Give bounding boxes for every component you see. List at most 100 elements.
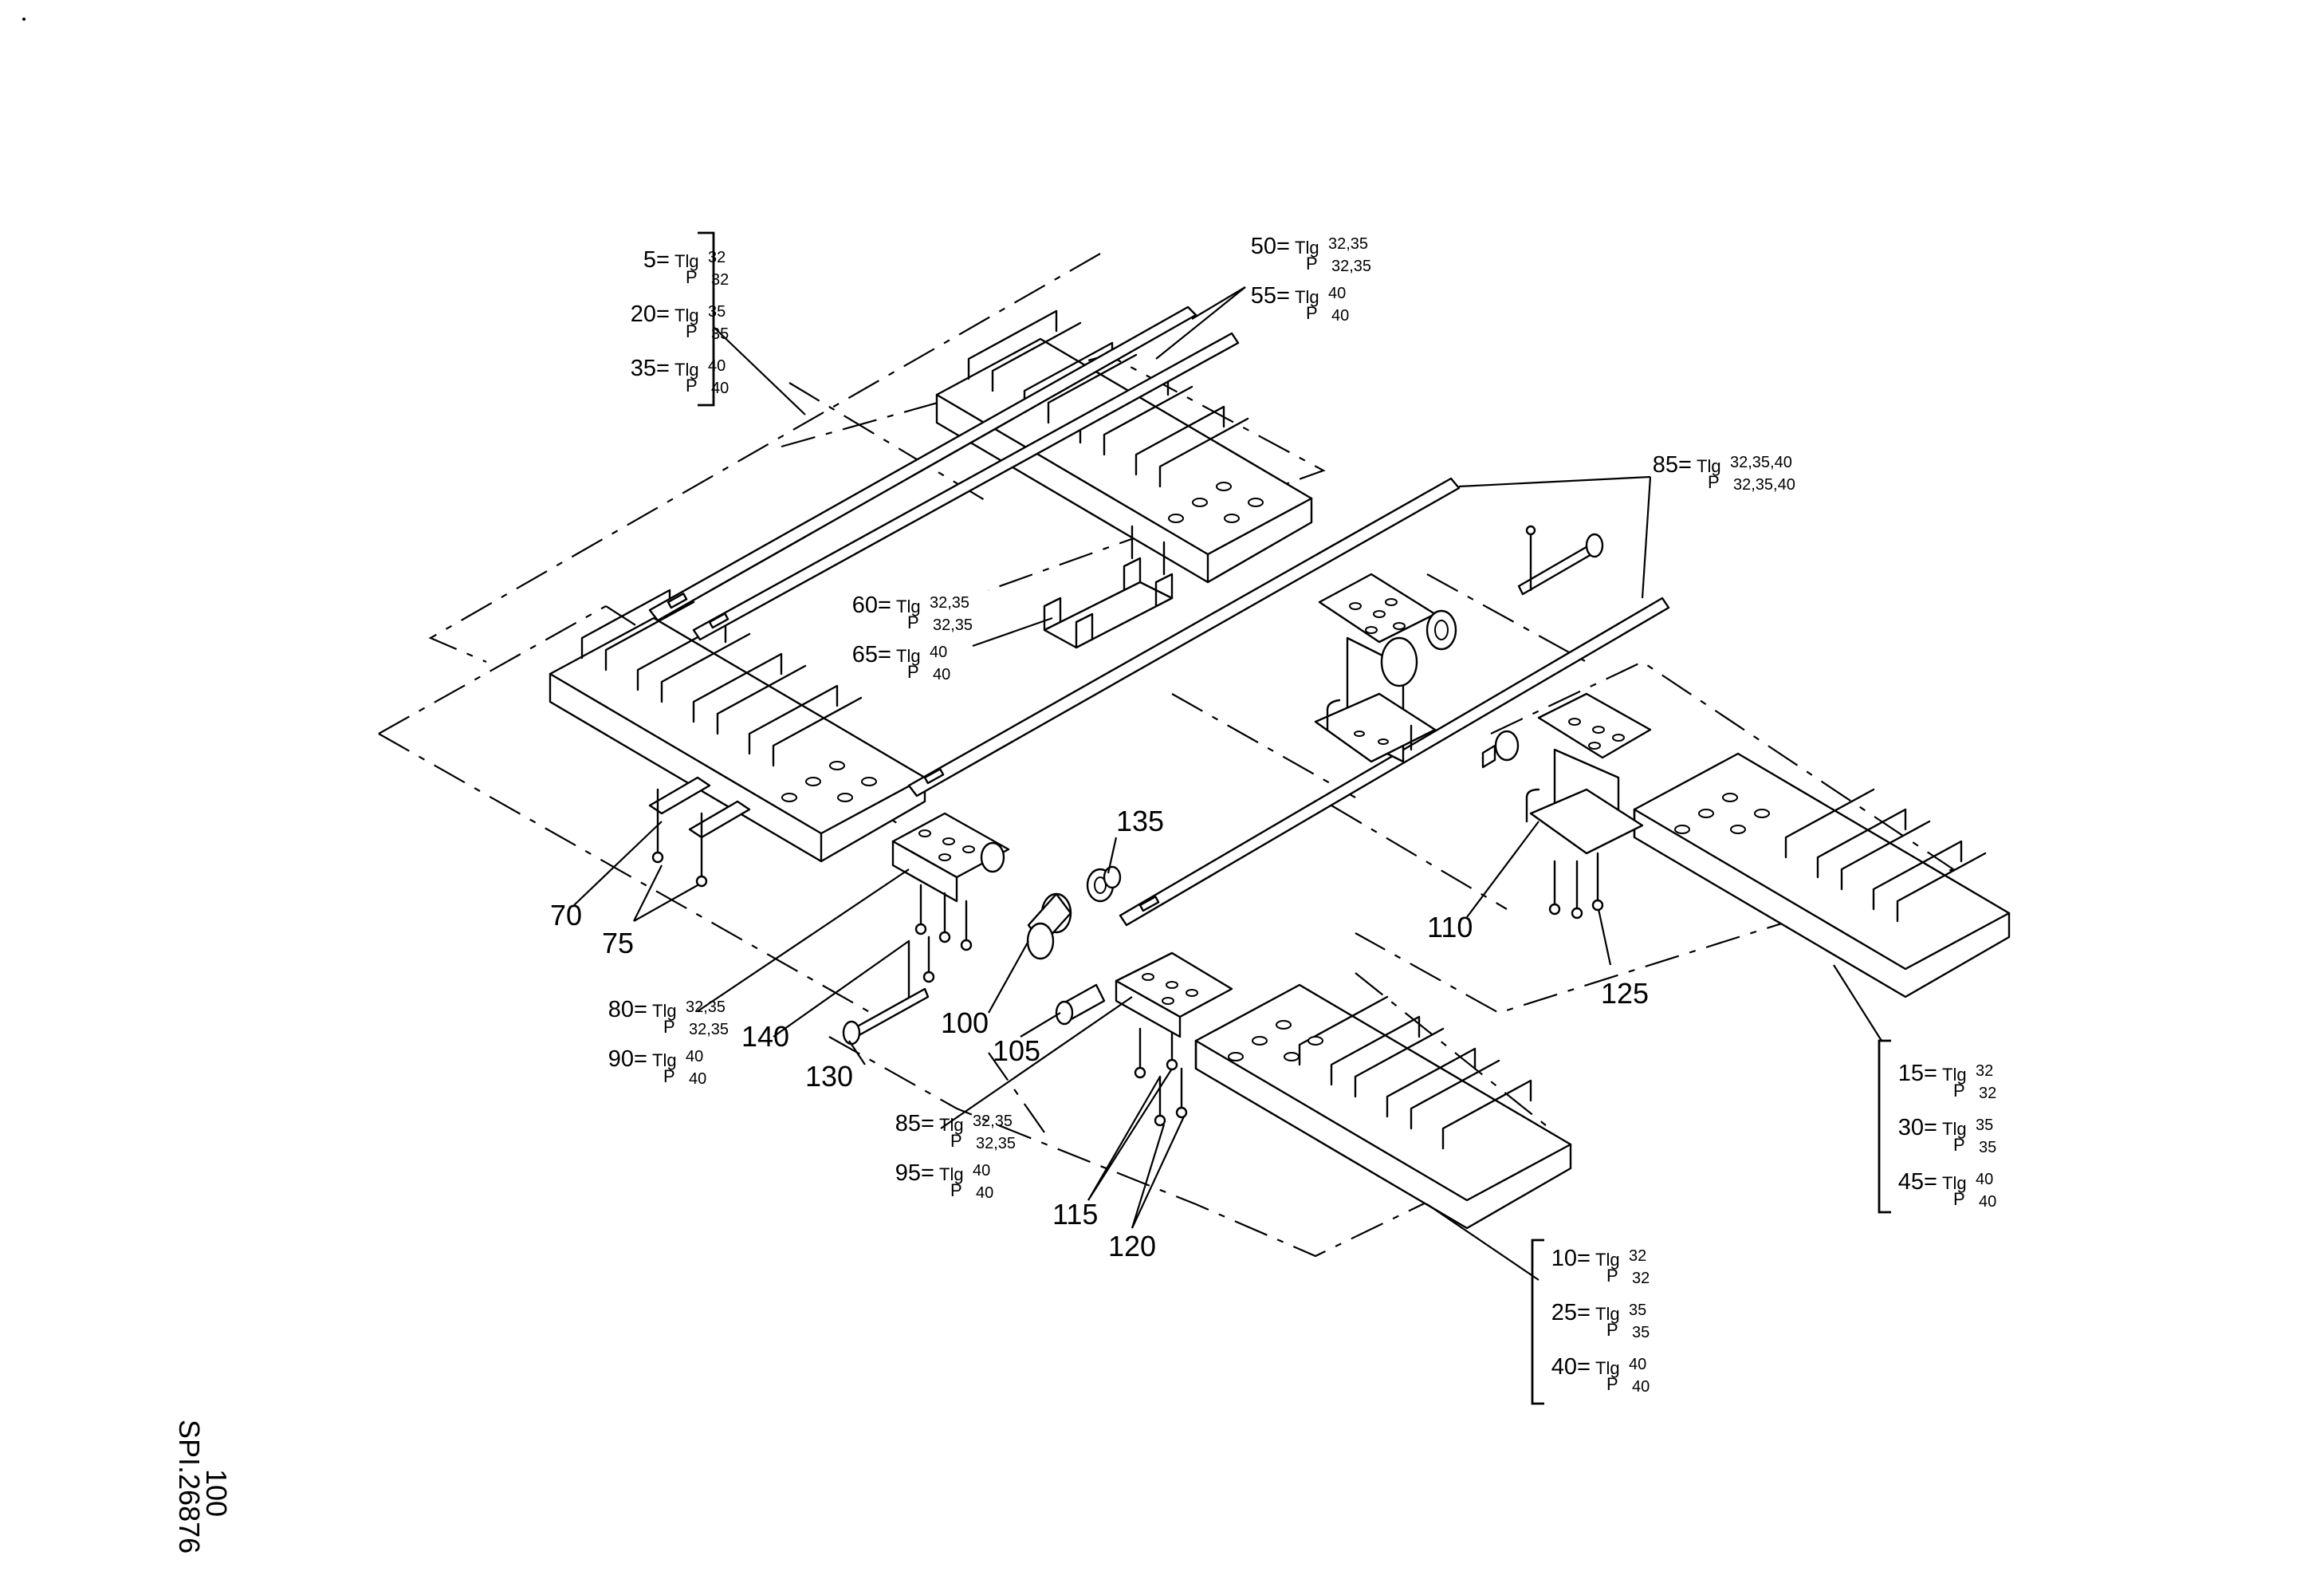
p-label: P (663, 1066, 675, 1086)
tlg-value: 32 (1629, 1247, 1646, 1265)
callout-120: 120 (1108, 1230, 1156, 1262)
group-brackets (698, 231, 1891, 1405)
corner-dot (22, 18, 26, 21)
tlg-value: 40 (1629, 1356, 1646, 1373)
p-value: 35 (1979, 1139, 1996, 1156)
tlg-label: Tlg (939, 1164, 964, 1184)
p-label: P (907, 662, 919, 682)
assembly-envelopes (378, 253, 1956, 1258)
tlg-value: 32,35 (686, 998, 726, 1016)
p-label: P (686, 267, 698, 287)
callout-numbers: 70 75 100 105 110 115 120 125 130 135 14… (550, 805, 1649, 1262)
u-bracket (1043, 525, 1174, 649)
tlg-label: Tlg (896, 597, 921, 616)
callout-75: 75 (602, 927, 634, 959)
callout-140: 140 (741, 1020, 789, 1053)
callout-105: 105 (993, 1034, 1040, 1067)
tlg-label: Tlg (674, 360, 699, 380)
p-value: 32,35 (976, 1135, 1016, 1152)
p-value: 40 (976, 1184, 993, 1202)
tlg-label: Tlg (1295, 287, 1319, 307)
p-value: 40 (1331, 307, 1349, 325)
callout-125: 125 (1601, 977, 1649, 1010)
item-code: 50= (1251, 234, 1290, 259)
tlg-label: Tlg (896, 646, 921, 666)
item-code: 80= (608, 997, 647, 1022)
tlg-label: Tlg (652, 1001, 677, 1021)
p-label: P (1306, 303, 1318, 323)
item-code: 55= (1251, 283, 1290, 309)
tlg-value: 35 (708, 303, 726, 321)
p-value: 40 (689, 1070, 706, 1088)
central-hinge-assembly (1314, 525, 1604, 763)
p-value: 32 (1979, 1085, 1996, 1102)
tlg-value: 32,35 (930, 594, 969, 612)
tlg-value: 32 (708, 249, 726, 266)
tlg-value: 32,35 (1328, 235, 1368, 253)
item-code: 85= (895, 1111, 934, 1136)
tlg-label: Tlg (1942, 1119, 1967, 1139)
p-value: 32 (1632, 1270, 1650, 1287)
tlg-value: 35 (1629, 1302, 1646, 1319)
item-code: 5= (643, 247, 670, 273)
tlg-value: 40 (686, 1048, 703, 1065)
p-label: P (1606, 1374, 1618, 1394)
p-value: 40 (1632, 1378, 1650, 1396)
tlg-value: 32,35,40 (1730, 454, 1792, 471)
p-label: P (1953, 1081, 1965, 1101)
item-code: 10= (1551, 1246, 1591, 1271)
item-code: 60= (852, 593, 891, 618)
track-pad-bottom (1194, 983, 1572, 1230)
callout-115: 115 (1052, 1198, 1098, 1231)
p-label: P (1953, 1189, 1965, 1209)
p-label: P (1606, 1320, 1618, 1340)
callout-130: 130 (805, 1060, 853, 1093)
p-label: P (663, 1017, 675, 1037)
tlg-value: 40 (1976, 1171, 1993, 1188)
leader-lines (573, 286, 1882, 1281)
p-label: P (1606, 1266, 1618, 1286)
p-label: P (686, 376, 698, 396)
tlg-value: 32 (1976, 1062, 1993, 1080)
p-value: 35 (711, 325, 729, 343)
right-hinge-assembly (1481, 692, 1652, 920)
bottom-hinge (1055, 951, 1233, 1127)
p-label: P (1306, 254, 1318, 274)
item-code: 35= (631, 356, 670, 381)
tlg-label: Tlg (652, 1050, 677, 1070)
left-plates (648, 776, 751, 888)
item-code: 85= (1653, 452, 1692, 478)
tlg-label: Tlg (1942, 1173, 1967, 1193)
p-label: P (1708, 472, 1720, 492)
p-value: 32,35,40 (1733, 476, 1795, 494)
sheet-number: 100 (200, 1469, 233, 1517)
drawing-id: SPI.26876 100 (173, 1420, 233, 1554)
item-code: 15= (1898, 1061, 1937, 1086)
tlg-value: 35 (1976, 1116, 1993, 1134)
tlg-value: 40 (708, 357, 726, 375)
p-label: P (950, 1131, 962, 1151)
tlg-value: 40 (930, 644, 947, 661)
callout-100: 100 (941, 1006, 989, 1039)
p-value: 40 (711, 380, 729, 397)
tlg-label: Tlg (674, 305, 699, 325)
item-code: 25= (1551, 1300, 1591, 1325)
tlg-value: 32,35 (973, 1113, 1013, 1130)
tlg-value: 40 (1328, 285, 1346, 302)
callout-70: 70 (550, 899, 582, 931)
track-pad-right (1633, 752, 2011, 998)
